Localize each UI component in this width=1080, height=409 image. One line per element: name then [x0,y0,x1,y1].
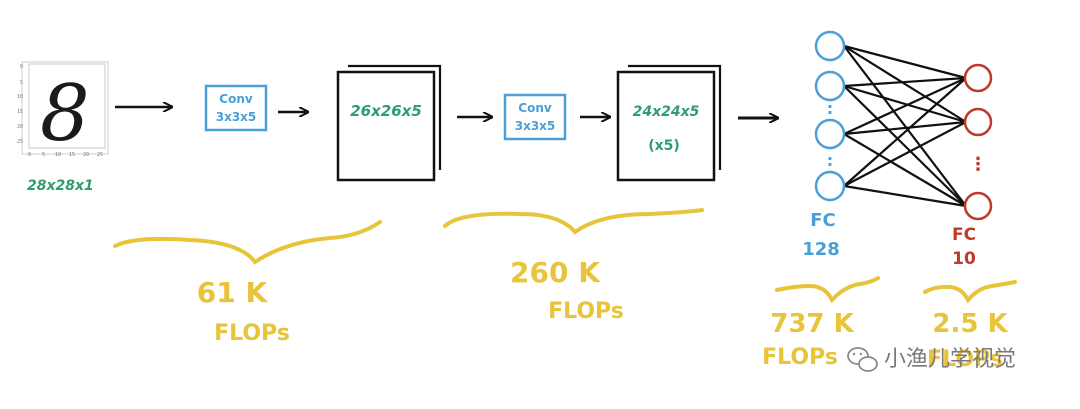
fc10-neuron [963,191,993,221]
flops-conv1-unit: FLOPs [214,321,290,346]
fc128-neuron [814,118,846,150]
x-tick: 15 [69,152,75,158]
y-tick: 5 [20,80,23,86]
input-size-label: 28x28x1 [27,178,94,194]
conv1-kernel: 3x3x5 [216,110,257,124]
flops-conv2-unit: FLOPs [548,299,624,324]
fc10-layer [963,63,993,221]
watermark: 小渔儿学视觉 [847,347,1016,372]
fc-edge [843,133,967,207]
x-tick: 0 [28,152,31,158]
conv1-box [204,84,268,132]
fc128-ellipsis: : [827,99,833,118]
digit-eight: 8 [40,69,90,159]
fc128-neuron [814,70,846,102]
fc10-neuron [963,107,993,137]
conv1-label: Conv [219,92,253,106]
flops-braces [113,208,1017,304]
fc-edge [843,45,967,207]
y-tick: 15 [17,109,23,115]
fc10-units: 10 [952,249,976,269]
x-tick: 25 [97,152,103,158]
flops-fc128-unit: FLOPs [762,345,838,370]
input-image-y-ticks: 0 5 10 15 20 25 [17,64,23,145]
fc-connections [843,44,967,208]
wechat-icon [847,347,878,372]
fc128-neuron [814,30,846,62]
input-image-x-ticks: 0 5 10 15 20 25 [28,152,103,158]
fc128-neuron [814,170,846,202]
brace-fc10 [923,280,1017,304]
y-tick: 0 [20,64,23,70]
fmap2-front-layer [616,70,716,182]
fc128-layer [814,30,846,202]
fmap2-size: 24x24x5 [633,104,700,120]
brace-conv1 [113,220,382,265]
flops-fc128-value: 737 K [770,309,854,339]
brace-conv2 [443,208,704,235]
flops-conv2-value: 260 K [510,256,601,289]
fc-edge [843,120,967,136]
fc-edge [843,76,967,88]
x-tick: 5 [42,152,45,158]
fc-edge [843,84,967,124]
fc-edge [843,77,967,187]
fc-edge [843,77,967,135]
fc128-ellipsis: : [827,151,833,170]
conv2-box [503,93,567,141]
fc10-ellipsis: ⋮ [969,154,987,175]
fc-edge [843,45,967,123]
flops-conv1-value: 61 K [197,276,269,309]
brace-fc128 [775,276,880,304]
fmap1-size: 26x26x5 [350,102,422,120]
fc10-label: FC [952,225,976,245]
fc-edge [843,85,967,207]
input-image-axes [28,63,106,149]
x-tick: 20 [83,152,89,158]
input-image: 0 5 10 15 20 25 0 5 10 15 20 25 8 [17,61,109,159]
fc-edge [843,44,967,80]
y-tick: 25 [17,139,23,145]
fmap1-stack [336,64,442,182]
fc128-units: 128 [802,239,840,260]
y-tick: 10 [17,94,23,100]
flops-fc10-value: 2.5 K [932,309,1008,339]
conv2-label: Conv [518,101,552,115]
fc128-label: FC [810,210,836,231]
conv2-kernel: 3x3x5 [515,119,556,133]
x-tick: 10 [55,152,61,158]
fmap2-back-layer [628,64,722,170]
fc-edge [843,121,967,187]
fmap1-back-layer [348,64,442,170]
fc-edge [843,184,967,208]
watermark-text: 小渔儿学视觉 [884,347,1016,372]
y-tick: 20 [17,124,23,130]
fc10-neuron [963,63,993,93]
flops-fc10-unit: FLOPs [927,347,1003,372]
fmap2-stack [616,64,722,182]
fmap1-front-layer [336,70,436,182]
fmap2-multiplier: (x5) [648,138,680,154]
